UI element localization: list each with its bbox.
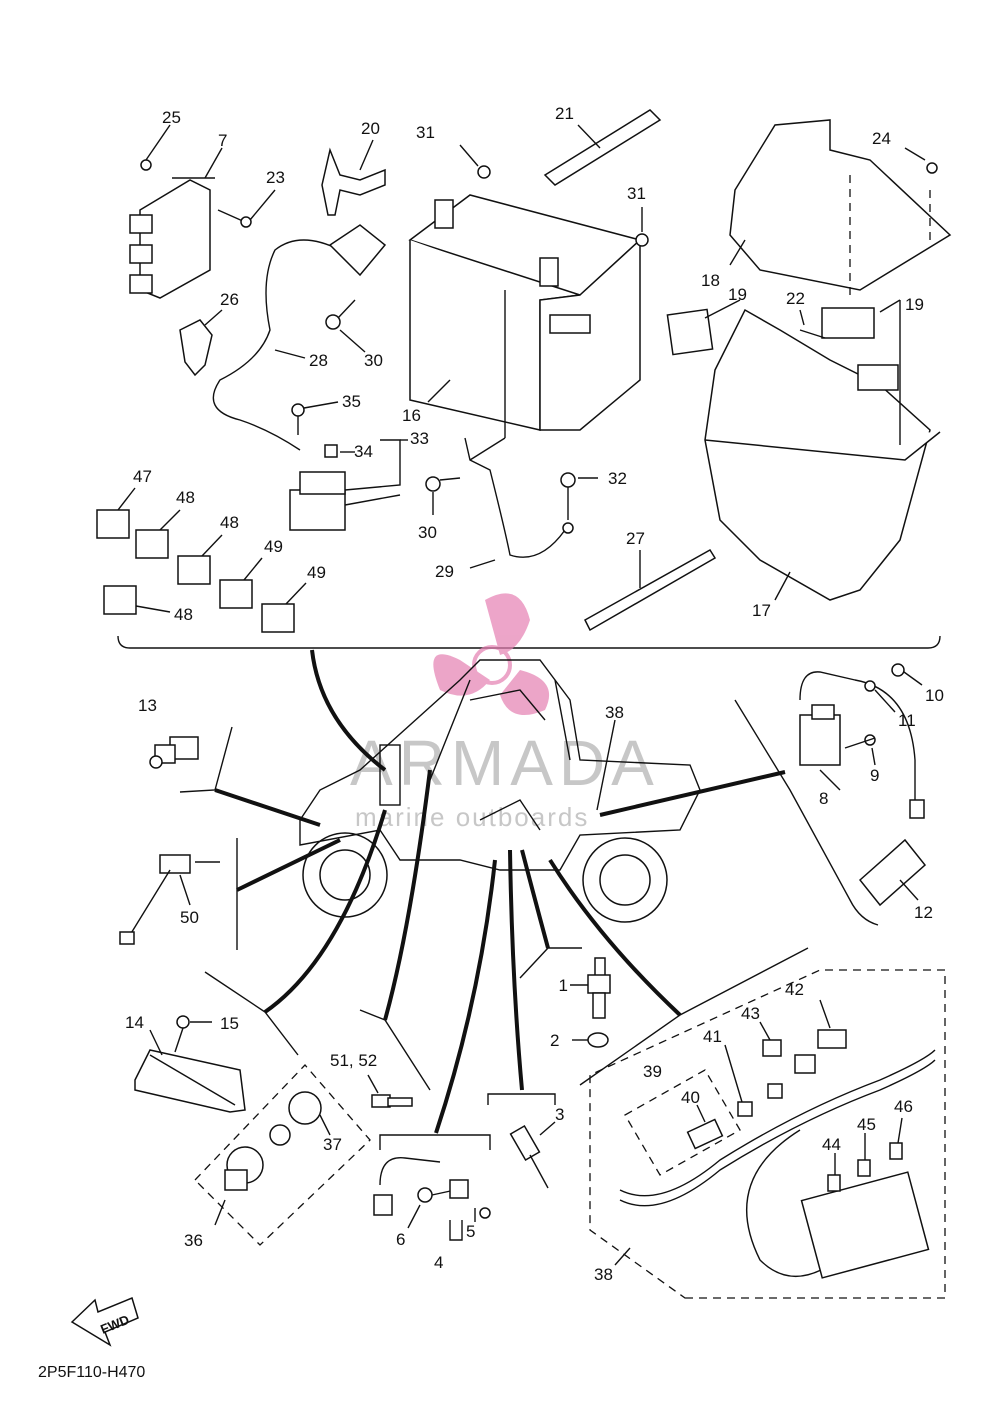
- starter-relay: [289, 444, 346, 531]
- callout-41: 41: [703, 1027, 722, 1046]
- callout-28: 28: [309, 351, 328, 370]
- propeller-icon: [433, 593, 550, 715]
- callout-32: 32: [608, 469, 627, 488]
- clamp-icon: [321, 147, 386, 216]
- callout-6: 6: [396, 1230, 405, 1249]
- callout-25: 25: [162, 108, 181, 127]
- switch-36: [224, 1146, 264, 1191]
- callout-8: 8: [819, 789, 828, 808]
- callout-23: 23: [266, 168, 285, 187]
- callout-30-bottom: 30: [418, 523, 437, 542]
- callout-38-top: 38: [605, 703, 624, 722]
- callout-43: 43: [741, 1004, 760, 1023]
- callout-1: 1: [559, 976, 568, 995]
- battery-section: [96, 109, 952, 649]
- callout-35: 35: [342, 392, 361, 411]
- callout-9: 9: [870, 766, 879, 785]
- leader-lines: [179, 649, 879, 1150]
- callout-20: 20: [361, 119, 380, 138]
- callout-34: 34: [354, 442, 373, 461]
- battery: [408, 194, 642, 431]
- callout-7: 7: [218, 131, 227, 150]
- callout-18: 18: [701, 271, 720, 290]
- callout-16: 16: [402, 406, 421, 425]
- sensor-50: [119, 854, 220, 945]
- callout-40: 40: [681, 1088, 700, 1107]
- callout-labels: 1 2 3 4 5 6 7 8 9 10 11 12 13 14 15 16 1…: [125, 104, 944, 1284]
- lower-parts: [119, 663, 946, 1299]
- callout-12: 12: [914, 903, 933, 922]
- callout-49-b: 49: [307, 563, 326, 582]
- callout-51-52: 51, 52: [330, 1051, 377, 1070]
- fuse-holders: [96, 509, 295, 633]
- callout-44: 44: [822, 1135, 841, 1154]
- callout-14: 14: [125, 1013, 144, 1032]
- callout-29: 29: [435, 562, 454, 581]
- key-icon: [371, 1094, 413, 1108]
- wire-harness: [619, 1029, 936, 1279]
- callout-22: 22: [786, 289, 805, 308]
- callout-24: 24: [872, 129, 891, 148]
- callout-45: 45: [857, 1115, 876, 1134]
- rectifier-regulator: [134, 1049, 246, 1113]
- callout-30-top: 30: [364, 351, 383, 370]
- callout-3: 3: [555, 1105, 564, 1124]
- callout-19-left: 19: [728, 285, 747, 304]
- callout-5: 5: [466, 1222, 475, 1241]
- callout-46: 46: [894, 1097, 913, 1116]
- cable-tie-icon: [584, 548, 717, 632]
- callout-38-bottom: 38: [594, 1265, 613, 1284]
- spark-plug: [587, 957, 611, 1019]
- nut-icon: [140, 159, 152, 171]
- callout-11: 11: [898, 711, 916, 730]
- callout-42: 42: [785, 980, 804, 999]
- callout-36: 36: [184, 1231, 203, 1250]
- callout-26: 26: [220, 290, 239, 309]
- callout-10: 10: [925, 686, 944, 705]
- watermark-tagline: marine outboards: [355, 802, 589, 832]
- callout-13: 13: [138, 696, 157, 715]
- strap-icon: [543, 109, 662, 186]
- callout-48-a: 48: [176, 488, 195, 507]
- callout-48-b: 48: [220, 513, 239, 532]
- callout-4: 4: [434, 1253, 443, 1272]
- callout-19-right: 19: [905, 295, 924, 314]
- diagram-code: 2P5F110-H470: [38, 1364, 145, 1381]
- callout-2: 2: [550, 1031, 559, 1050]
- clip-icon: [179, 319, 213, 377]
- callout-27: 27: [626, 529, 645, 548]
- callout-21: 21: [555, 104, 574, 123]
- sensor-3: [509, 1124, 549, 1189]
- callout-49-a: 49: [264, 537, 283, 556]
- callout-50: 50: [180, 908, 199, 927]
- callout-33: 33: [410, 429, 429, 448]
- ecu-unit: [129, 177, 215, 299]
- sensor-13: [149, 736, 199, 769]
- callout-17: 17: [752, 601, 771, 620]
- callout-47: 47: [133, 467, 152, 486]
- battery-box: [666, 119, 952, 601]
- callout-31-right: 31: [627, 184, 646, 203]
- fwd-arrow-icon: FWD: [70, 1296, 139, 1347]
- ignition-coil: [799, 671, 927, 907]
- callout-37: 37: [323, 1135, 342, 1154]
- callout-48-c: 48: [174, 605, 193, 624]
- callout-15: 15: [220, 1014, 239, 1033]
- callout-31-left: 31: [416, 123, 435, 142]
- bolt-icon: [217, 209, 252, 228]
- callout-39: 39: [643, 1062, 662, 1081]
